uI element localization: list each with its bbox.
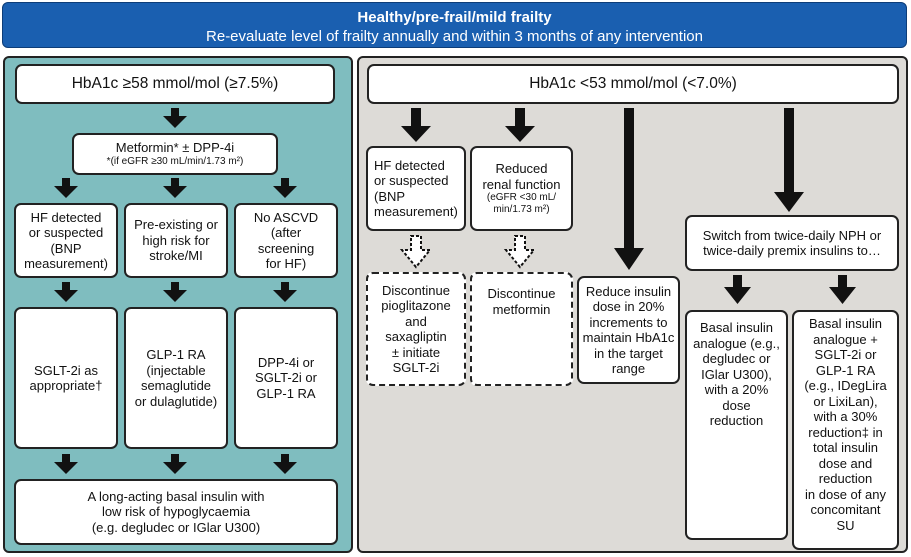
basal-plus-box: Basal insulin analogue + SGLT-2i or GLP-… (792, 310, 899, 550)
discontinue-pioglitazone-box: Discontinue pioglitazone and saxagliptin… (366, 272, 466, 386)
arrow-to-metformin (163, 108, 187, 128)
reduce-insulin-box: Reduce insulin dose in 20% increments to… (577, 276, 680, 384)
renal-function-label: Reduced renal function (482, 161, 561, 192)
arrow-to-no-ascvd (273, 178, 297, 198)
arrow-to-sglt2i (54, 282, 78, 302)
arrow-to-basal-plus (829, 275, 856, 304)
metformin-box: Metformin* ± DPP-4i *(if eGFR ≥30 mL/min… (72, 133, 278, 175)
dashed-arrow-to-discontinue-met (503, 235, 537, 269)
metformin-egfr-note: *(if eGFR ≥30 mL/min/1.73 m²) (106, 155, 244, 167)
metformin-label: Metformin* ± DPP-4i (115, 140, 235, 156)
condition-no-ascvd-box: No ASCVD (after screening for HF) (234, 203, 338, 278)
hf-detected-box: HF detected or suspected (BNP measuremen… (366, 146, 466, 231)
switch-insulin-box: Switch from twice-daily NPH or twice-dai… (685, 215, 899, 271)
condition-stroke-box: Pre-existing or high risk for stroke/MI (124, 203, 228, 278)
header-banner: Healthy/pre-frail/mild frailty Re-evalua… (2, 2, 907, 48)
arrow-to-hf-right (401, 108, 431, 142)
arrow-to-renal (505, 108, 535, 142)
arrow-to-reduce-insulin (614, 108, 644, 270)
arrow-to-basal-left-3 (273, 454, 297, 474)
header-title: Healthy/pre-frail/mild frailty (357, 9, 552, 26)
condition-hf-box: HF detected or suspected (BNP measuremen… (14, 203, 118, 278)
arrow-to-hf-left (54, 178, 78, 198)
basal-insulin-box: A long-acting basal insulin with low ris… (14, 479, 338, 545)
discontinue-metformin-box: Discontinue metformin (470, 272, 573, 386)
arrow-to-basal-left-2 (163, 454, 187, 474)
hba1c-high-label: HbA1c ≥58 mmol/mol (≥7.5%) (71, 75, 279, 93)
renal-function-box: Reduced renal function (eGFR <30 mL/ min… (470, 146, 573, 231)
arrow-to-switch (774, 108, 804, 212)
arrow-to-glp1 (163, 282, 187, 302)
treatment-dpp4i-box: DPP-4i or SGLT-2i or GLP-1 RA (234, 307, 338, 449)
hba1c-low-label: HbA1c <53 mmol/mol (<7.0%) (529, 75, 737, 93)
dashed-arrow-to-discontinue-pio (399, 235, 433, 269)
hba1c-high-box: HbA1c ≥58 mmol/mol (≥7.5%) (15, 64, 335, 104)
arrow-to-dpp4i (273, 282, 297, 302)
arrow-to-basal (724, 275, 751, 304)
header-subtitle: Re-evaluate level of frailty annually an… (206, 28, 703, 45)
arrow-to-stroke (163, 178, 187, 198)
basal-analogue-box: Basal insulin analogue (e.g., degludec o… (685, 310, 788, 540)
treatment-glp1-box: GLP-1 RA (injectable semaglutide or dula… (124, 307, 228, 449)
treatment-sglt2i-box: SGLT-2i as appropriate† (14, 307, 118, 449)
hba1c-low-box: HbA1c <53 mmol/mol (<7.0%) (367, 64, 899, 104)
renal-egfr-note: (eGFR <30 mL/ min/1.73 m²) (486, 192, 557, 215)
arrow-to-basal-left-1 (54, 454, 78, 474)
